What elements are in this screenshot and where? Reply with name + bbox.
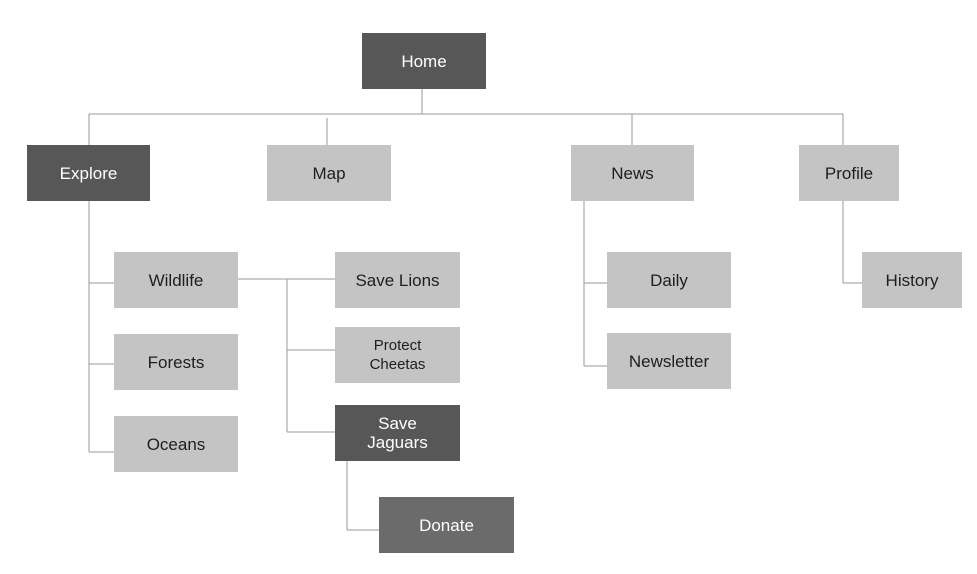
node-history-label: History [885,270,939,290]
node-daily[interactable]: Daily [607,252,731,308]
node-save-lions[interactable]: Save Lions [335,252,460,308]
node-save-jaguars[interactable]: Save Jaguars [335,405,460,461]
node-save-lions-label: Save Lions [355,270,440,290]
node-donate[interactable]: Donate [379,497,514,553]
node-map-label: Map [312,163,346,183]
node-newsletter-label: Newsletter [628,351,710,371]
node-explore-label: Explore [59,163,118,183]
node-explore[interactable]: Explore [27,145,150,201]
node-news-label: News [611,163,654,183]
node-profile[interactable]: Profile [799,145,899,201]
node-protect-cheetas-label: Protect Cheetas [369,337,426,373]
node-forests-label: Forests [147,352,205,372]
node-profile-label: Profile [824,163,874,183]
node-home[interactable]: Home [362,33,486,89]
node-wildlife-label: Wildlife [148,270,204,290]
node-wildlife[interactable]: Wildlife [114,252,238,308]
node-oceans[interactable]: Oceans [114,416,238,472]
node-daily-label: Daily [650,270,688,290]
node-map[interactable]: Map [267,145,391,201]
node-history[interactable]: History [862,252,962,308]
node-protect-cheetas[interactable]: Protect Cheetas [335,327,460,383]
node-forests[interactable]: Forests [114,334,238,390]
node-newsletter[interactable]: Newsletter [607,333,731,389]
node-oceans-label: Oceans [146,434,206,454]
node-home-label: Home [401,51,447,71]
node-save-jaguars-label: Save Jaguars [367,414,428,452]
node-donate-label: Donate [419,515,474,535]
node-news[interactable]: News [571,145,694,201]
